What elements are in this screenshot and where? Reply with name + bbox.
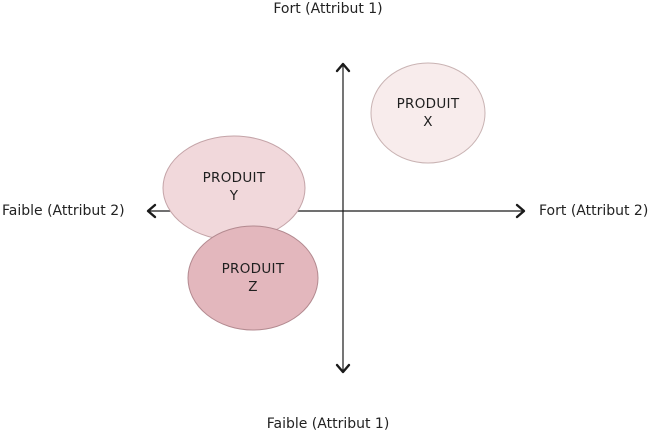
axis-label-left: Faible (Attribut 2) [2, 203, 125, 219]
product-x-label-line2: X [423, 114, 433, 130]
product-y-label-line2: Y [229, 188, 239, 204]
horizontal-axis-right-arrow [515, 203, 526, 219]
vertical-axis-bottom-arrow [335, 363, 351, 374]
product-z-ellipse [187, 225, 319, 331]
horizontal-axis-left-arrow [146, 203, 157, 219]
product-x-label-line1: PRODUIT [396, 96, 460, 112]
product-z-label-line2: Z [248, 279, 258, 295]
product-x-label: PRODUIT X [371, 63, 485, 163]
product-z-label: PRODUIT Z [188, 226, 318, 330]
axis-label-top: Fort (Attribut 1) [273, 1, 383, 17]
axis-label-bottom: Faible (Attribut 1) [266, 416, 390, 432]
product-z-label-line1: PRODUIT [221, 261, 285, 277]
product-x-ellipse [370, 62, 486, 164]
product-y-label: PRODUIT Y [163, 135, 305, 239]
product-y-label-line1: PRODUIT [202, 170, 266, 186]
vertical-axis-top-arrow [335, 62, 351, 73]
axis-label-right: Fort (Attribut 2) [539, 203, 649, 219]
